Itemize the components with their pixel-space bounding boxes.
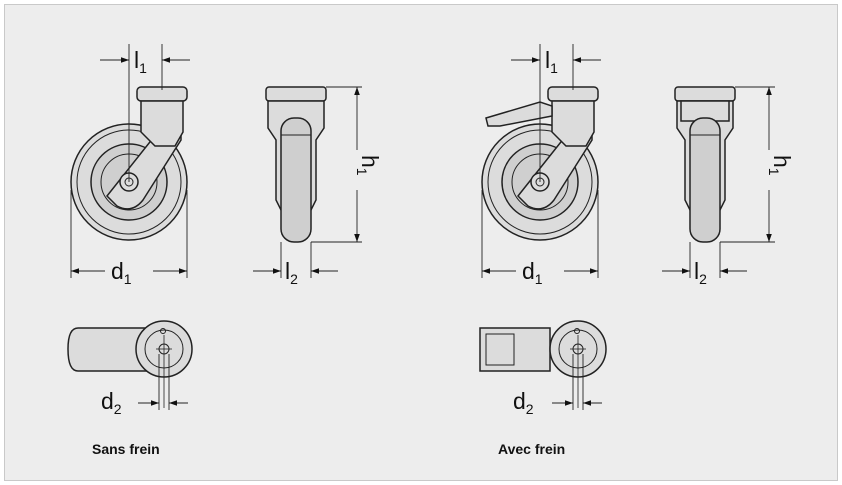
caster-with-brake-top-view xyxy=(479,320,607,410)
diagram-frame xyxy=(4,4,838,481)
caster-without-brake-top-view xyxy=(67,320,193,410)
caster-without-brake-front-view xyxy=(253,86,362,278)
caster-with-brake-front-view xyxy=(662,86,775,278)
dim-l2-left: l2 xyxy=(285,258,298,287)
dim-d2-right: d2 xyxy=(513,388,534,417)
dim-d1-left: d1 xyxy=(111,258,132,287)
dim-l1-left: l1 xyxy=(134,47,147,76)
dim-l1-right: l1 xyxy=(545,47,558,76)
dim-h1-right: h1 xyxy=(766,155,795,176)
dim-h1-left: h1 xyxy=(354,155,383,176)
dim-d1-right: d1 xyxy=(522,258,543,287)
caption-with-brake: Avec frein xyxy=(498,441,566,457)
caster-with-brake-side-view xyxy=(481,44,601,278)
caption-without-brake: Sans frein xyxy=(92,441,160,457)
dim-l2-right: l2 xyxy=(694,258,707,287)
dim-d2-left: d2 xyxy=(101,388,122,417)
caster-without-brake-side-view xyxy=(70,44,190,278)
